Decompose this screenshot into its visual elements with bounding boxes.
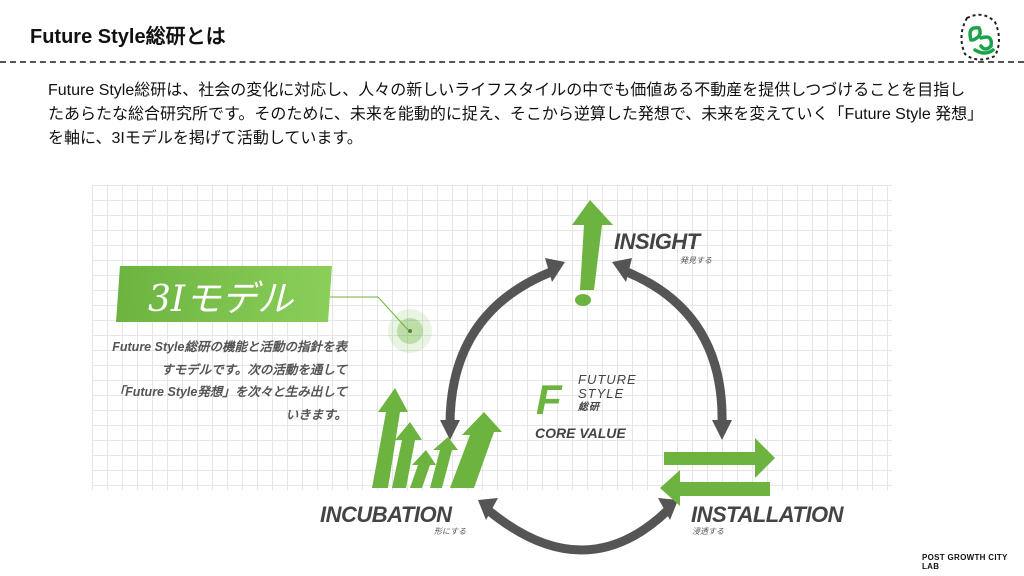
grid-background [92, 185, 892, 490]
stage-incubation: INCUBATION [320, 502, 452, 527]
page-title: Future Style総研とは [30, 26, 226, 48]
incubation-icon [372, 388, 502, 488]
stage-installation: INSTALLATION [691, 502, 844, 527]
core-future: FUTURE [578, 372, 637, 387]
core-style: STYLE [578, 386, 625, 401]
svg-text:F: F [536, 376, 563, 423]
stage-insight-sub: 発見する [680, 256, 712, 265]
core-value-logo: FUTURE STYLE 総研 [578, 373, 637, 415]
core-souken: 総研 [578, 402, 600, 413]
insight-icon [572, 200, 613, 306]
intro-text: Future Style総研は、社会の変化に対応し、人々の新しいライフスタイルの… [48, 82, 976, 147]
model-description: Future Style総研の機能と活動の指針を表すモデルです。次の活動を通して… [112, 340, 347, 422]
divider [0, 61, 1024, 63]
stage-insight: INSIGHT [614, 229, 700, 254]
installation-icon [660, 438, 775, 506]
model-label: 3Iモデル [148, 279, 294, 320]
stage-incubation-sub: 形にする [434, 527, 467, 536]
logo-icon [960, 13, 1000, 61]
cycle-arrows [445, 265, 727, 555]
core-value-text: CORE VALUE [535, 425, 626, 441]
connector-line [330, 296, 432, 353]
stage-installation-sub: 浸透する [692, 527, 724, 536]
footer-brand: POST GROWTH CITY LAB [922, 553, 1008, 571]
